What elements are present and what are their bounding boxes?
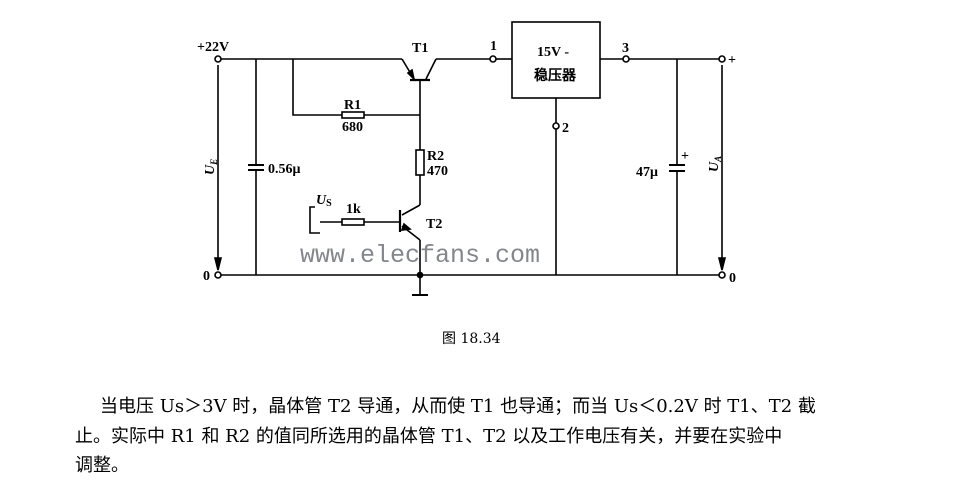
r2-resistor bbox=[415, 149, 425, 176]
paragraph-line-3: 调整。 bbox=[75, 455, 129, 476]
r3-resistor bbox=[341, 218, 365, 226]
t2-label: T2 bbox=[426, 217, 442, 232]
output-zero-label: 0 bbox=[729, 271, 736, 286]
c2-polarity: + bbox=[681, 149, 689, 164]
ua-arrowhead bbox=[717, 257, 727, 271]
r1-value: 680 bbox=[342, 120, 363, 135]
t1-label: T1 bbox=[412, 41, 428, 56]
terminal-out-plus bbox=[718, 55, 726, 63]
t2-collector bbox=[401, 204, 421, 216]
pin2-label: 2 bbox=[562, 121, 569, 136]
r1-name: R1 bbox=[344, 98, 361, 113]
terminal-pin1 bbox=[489, 55, 497, 63]
regulator-box bbox=[511, 21, 601, 99]
watermark: www.elecfans.com bbox=[300, 241, 540, 270]
terminal-out-zero bbox=[718, 271, 726, 279]
us-label: US bbox=[316, 193, 332, 209]
pin1-label: 1 bbox=[490, 39, 497, 54]
t1-emitter bbox=[425, 58, 437, 80]
terminal-in-zero bbox=[214, 271, 222, 279]
r3-value: 1k bbox=[346, 202, 361, 217]
c1-label: 0.56μ bbox=[268, 162, 301, 177]
figure-caption: 图 18.34 bbox=[442, 331, 501, 347]
ue-label: UE bbox=[203, 159, 219, 175]
pin3-label: 3 bbox=[622, 41, 629, 56]
regulator-label-2: 稳压器 bbox=[534, 67, 577, 84]
r1-wire bbox=[292, 59, 342, 116]
paragraph-line-1: 当电压 Us＞3V 时，晶体管 T2 导通，从而使 T1 也导通；而当 Us＜0… bbox=[100, 396, 816, 417]
regulator-label-1: 15V - bbox=[537, 45, 569, 60]
terminal-pin2 bbox=[552, 122, 560, 130]
ua-label: UA bbox=[707, 156, 723, 172]
ue-arrowhead bbox=[213, 257, 223, 271]
t2-arrow bbox=[400, 222, 412, 231]
terminal-pin3 bbox=[622, 55, 630, 63]
input-zero-label: 0 bbox=[203, 269, 210, 284]
r2-name: R2 bbox=[427, 149, 444, 164]
us-input-bracket bbox=[309, 206, 320, 234]
terminal-plus22v bbox=[214, 55, 222, 63]
r2-value: 470 bbox=[427, 164, 448, 179]
input-voltage-label: +22V bbox=[197, 40, 229, 55]
paragraph-line-2: 止。实际中 R1 和 R2 的值同所选用的晶体管 T1、T2 以及工作电压有关，… bbox=[75, 426, 783, 447]
output-plus-label: + bbox=[728, 53, 736, 68]
c2-label: 47μ bbox=[636, 165, 658, 180]
t1-arrow bbox=[406, 68, 416, 82]
